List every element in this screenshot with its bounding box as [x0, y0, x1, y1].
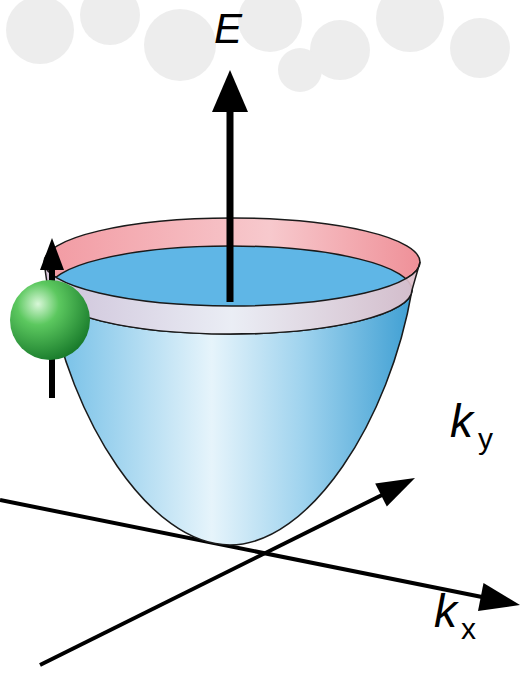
axis-label: E [214, 8, 242, 50]
axis-label: k [450, 398, 473, 444]
axis-subscript: y [478, 424, 493, 454]
energy-axis [212, 70, 248, 302]
band-front [44, 262, 420, 334]
axis-label: k [434, 588, 457, 634]
spin-electron [10, 238, 90, 398]
watermark [6, 0, 510, 92]
axis-subscript: x [461, 614, 476, 644]
